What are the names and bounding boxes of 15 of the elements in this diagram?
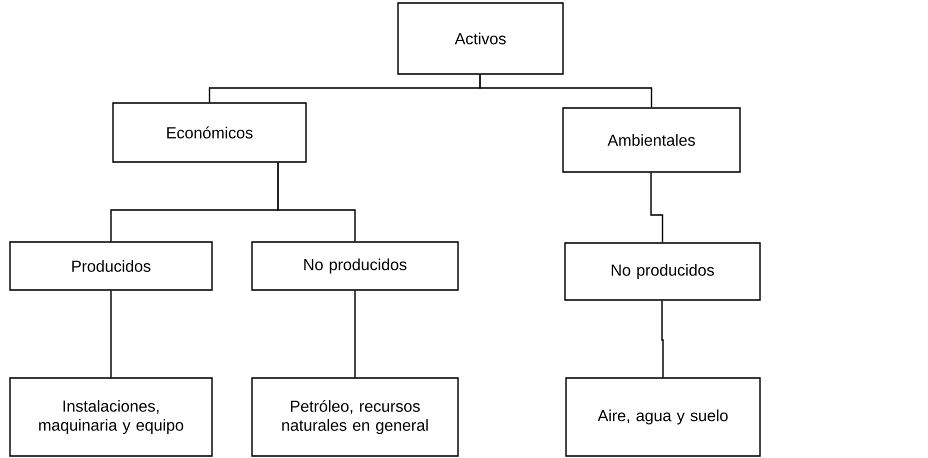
category-box: Activos <box>397 2 564 75</box>
connector-line <box>110 290 112 378</box>
connector-line <box>277 162 356 242</box>
category-box: Económicos <box>112 102 307 163</box>
category-box: Ambientales <box>562 107 741 173</box>
connector-line <box>661 300 664 378</box>
category-box: Petróleo, recursos naturales en general <box>251 377 459 457</box>
category-box: Instalaciones, maquinaria y equipo <box>9 377 213 457</box>
connector-line <box>650 172 664 242</box>
category-box: Producidos <box>9 241 213 291</box>
category-box: No producidos <box>564 242 761 301</box>
category-box: No producidos <box>251 241 459 291</box>
connector-line <box>479 74 652 108</box>
category-box: Aire, agua y suelo <box>565 377 761 457</box>
connector-line <box>354 290 356 378</box>
